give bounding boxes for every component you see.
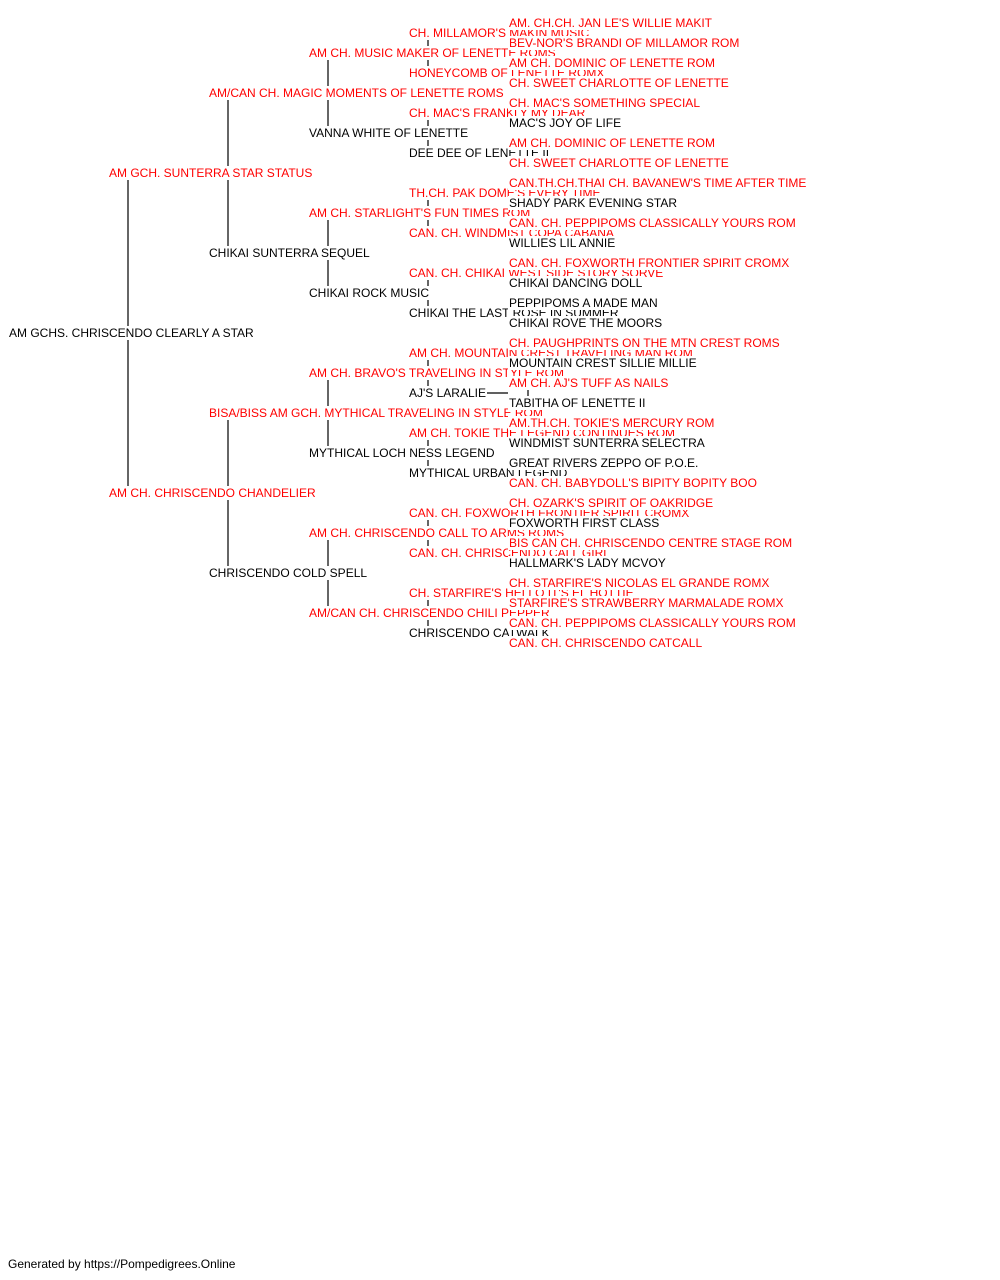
ancestor-name-dam-sire-dam-sire-dam: WINDMIST SUNTERRA SELECTRA (508, 436, 706, 450)
ancestor-name-sire-sire-dam: VANNA WHITE OF LENETTE (308, 126, 470, 140)
ancestor-name-sire-dam-dam: CHIKAI ROCK MUSIC (308, 286, 431, 300)
ancestor-name-sire-sire-sire-sire-sire: AM. CH.CH. JAN LE'S WILLIE MAKIT (508, 16, 713, 30)
ancestor-name-sire-sire-dam-dam-dam: CH. SWEET CHARLOTTE OF LENETTE (508, 156, 730, 170)
ancestor-name-dam: AM CH. CHRISCENDO CHANDELIER (108, 486, 317, 500)
ancestor-name-dam-dam-dam-dam-dam: CAN. CH. CHRISCENDO CATCALL (508, 636, 704, 650)
ancestor-name-sire-dam-sire-sire-dam: SHADY PARK EVENING STAR (508, 196, 679, 210)
ancestor-name-dam-dam-sire-sire-sire: CH. OZARK'S SPIRIT OF OAKRIDGE (508, 496, 715, 510)
ancestor-name-sire-dam-sire: AM CH. STARLIGHT'S FUN TIMES ROM (308, 206, 532, 220)
ancestor-name-dam-sire-dam-dam-dam: CAN. CH. BABYDOLL'S BIPITY BOPITY BOO (508, 476, 758, 490)
ancestor-name-dam-sire-dam: MYTHICAL LOCH NESS LEGEND (308, 446, 496, 460)
ancestor-name-sire-dam-sire-sire-sire: CAN.TH.CH.THAI CH. BAVANEW'S TIME AFTER … (508, 176, 808, 190)
ancestor-name-sire-sire-sire-dam-sire: AM CH. DOMINIC OF LENETTE ROM (508, 56, 717, 70)
ancestor-name-sire-sire-dam-sire-dam: MAC'S JOY OF LIFE (508, 116, 623, 130)
generated-by-footer: Generated by https://Pompedigrees.Online (8, 1257, 236, 1271)
ancestor-name-sire-dam-sire-dam-sire: CAN. CH. PEPPIPOMS CLASSICALLY YOURS ROM (508, 216, 797, 230)
ancestor-name-dam-sire-dam-dam-sire: GREAT RIVERS ZEPPO OF P.O.E. (508, 456, 700, 470)
ancestor-name-dam-sire-sire-sire-dam: MOUNTAIN CREST SILLIE MILLIE (508, 356, 698, 370)
ancestor-name-dam-dam-sire-sire-dam: FOXWORTH FIRST CLASS (508, 516, 661, 530)
ancestor-name-sire: AM GCH. SUNTERRA STAR STATUS (108, 166, 314, 180)
ancestor-name-dam-sire-sire-dam-sire: AM CH. AJ'S TUFF AS NAILS (508, 376, 670, 390)
ancestor-name-dam-dam-sire-dam-dam: HALLMARK'S LADY MCVOY (508, 556, 667, 570)
ancestor-name-sire-dam-dam-dam-dam: CHIKAI ROVE THE MOORS (508, 316, 664, 330)
ancestor-name-sire-sire-sire-sire-dam: BEV-NOR'S BRANDI OF MILLAMOR ROM (508, 36, 741, 50)
ancestor-name-sire-sire-sire-dam-dam: CH. SWEET CHARLOTTE OF LENETTE (508, 76, 730, 90)
ancestor-name-sire-sire-dam-sire-sire: CH. MAC'S SOMETHING SPECIAL (508, 96, 701, 110)
ancestor-name-sire-dam: CHIKAI SUNTERRA SEQUEL (208, 246, 371, 260)
ancestor-name-sire-dam-sire-dam-dam: WILLIES LIL ANNIE (508, 236, 617, 250)
ancestor-name-sire-sire-sire: AM CH. MUSIC MAKER OF LENETTE ROMS (308, 46, 557, 60)
ancestor-name-dam-sire: BISA/BISS AM GCH. MYTHICAL TRAVELING IN … (208, 406, 544, 420)
ancestor-name-dam-dam-dam: AM/CAN CH. CHRISCENDO CHILI PEPPER (308, 606, 551, 620)
ancestor-name-dam-sire-sire-sire-sire: CH. PAUGHPRINTS ON THE MTN CREST ROMS (508, 336, 781, 350)
ancestor-name-dam-sire-sire-dam-dam: TABITHA OF LENETTE II (508, 396, 647, 410)
ancestor-name-dam-sire-sire-dam: AJ'S LARALIE (408, 386, 487, 400)
ancestor-name-dam-dam: CHRISCENDO COLD SPELL (208, 566, 369, 580)
ancestor-name-dam-sire-sire: AM CH. BRAVO'S TRAVELING IN STYLE ROM (308, 366, 566, 380)
ancestor-name-dam-dam-sire-dam-sire: BIS CAN CH. CHRISCENDO CENTRE STAGE ROM (508, 536, 794, 550)
ancestor-name-sire-dam-dam-sire-sire: CAN. CH. FOXWORTH FRONTIER SPIRIT CROMX (508, 256, 791, 270)
ancestor-name-dam-dam-dam-sire-sire: CH. STARFIRE'S NICOLAS EL GRANDE ROMX (508, 576, 771, 590)
subject-dog-name: AM GCHS. CHRISCENDO CLEARLY A STAR (8, 326, 255, 340)
ancestor-name-dam-sire-dam-sire-sire: AM.TH.CH. TOKIE'S MERCURY ROM (508, 416, 716, 430)
ancestor-name-dam-dam-dam-dam-sire: CAN. CH. PEPPIPOMS CLASSICALLY YOURS ROM (508, 616, 797, 630)
ancestor-name-dam-dam-dam-sire-dam: STARFIRE'S STRAWBERRY MARMALADE ROMX (508, 596, 785, 610)
ancestor-name-sire-sire: AM/CAN CH. MAGIC MOMENTS OF LENETTE ROMS (208, 86, 505, 100)
ancestor-name-dam-dam-sire: AM CH. CHRISCENDO CALL TO ARMS ROMS (308, 526, 566, 540)
ancestor-name-sire-dam-dam-dam-sire: PEPPIPOMS A MADE MAN (508, 296, 659, 310)
ancestor-name-sire-dam-dam-sire-dam: CHIKAI DANCING DOLL (508, 276, 644, 290)
ancestor-name-sire-sire-dam-dam-sire: AM CH. DOMINIC OF LENETTE ROM (508, 136, 717, 150)
